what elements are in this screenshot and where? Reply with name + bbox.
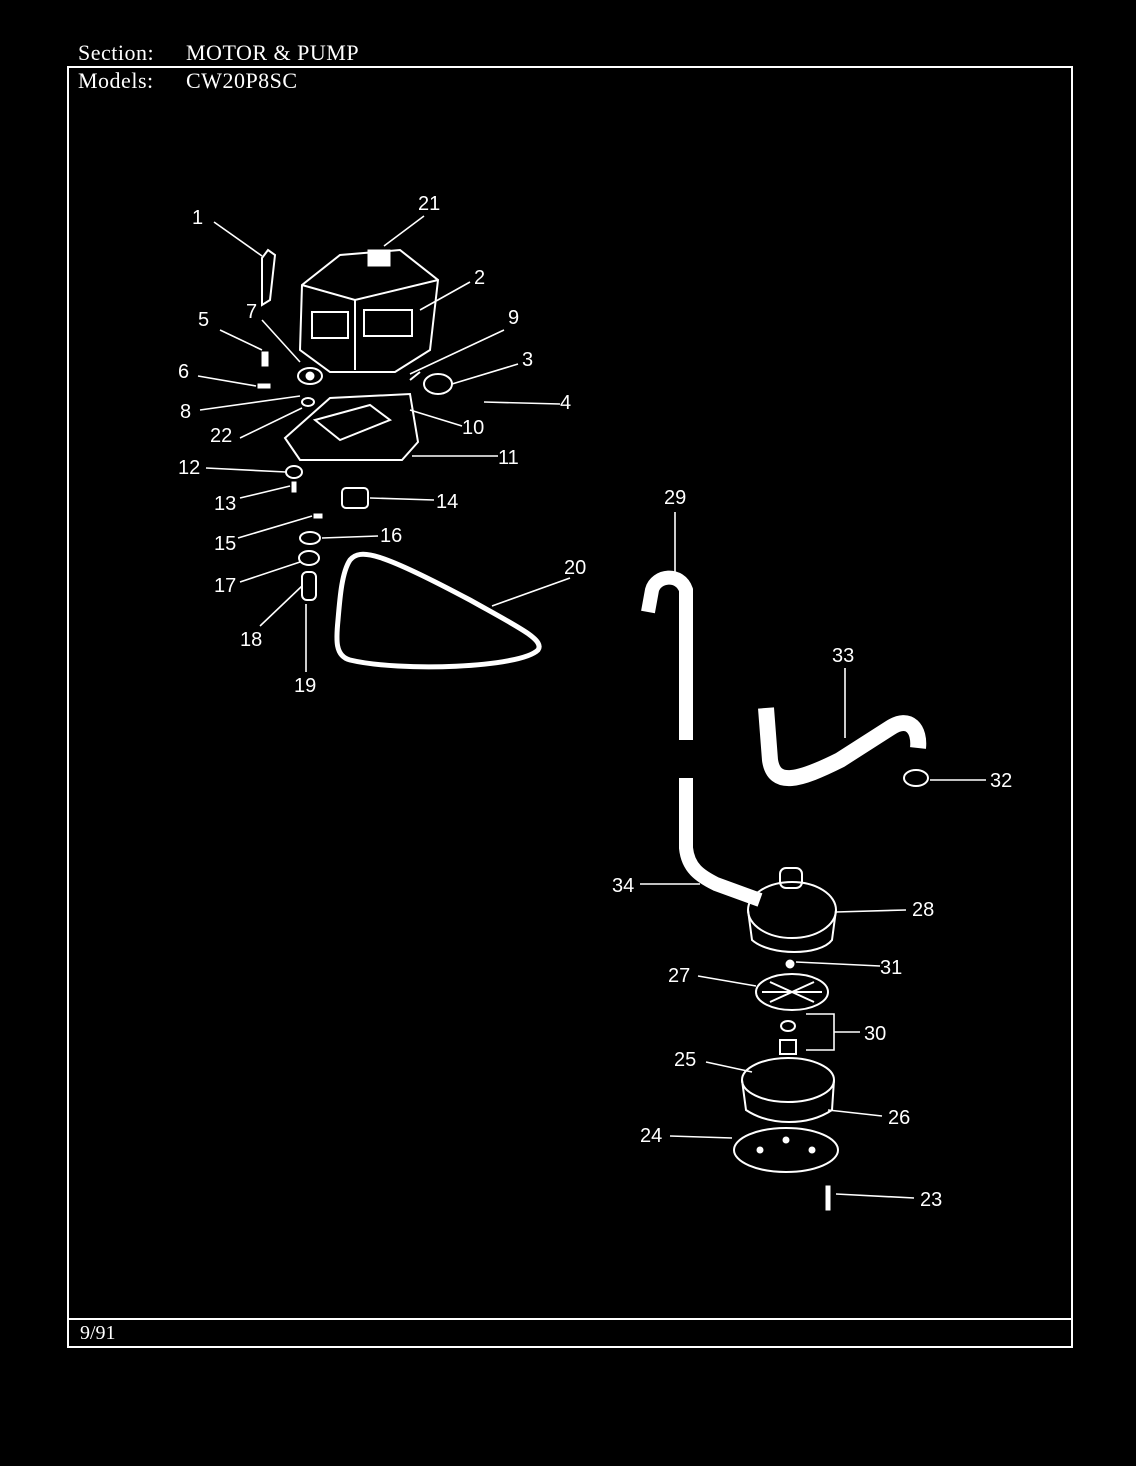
section-label: Section: (78, 40, 155, 65)
motor-part-1-bracket (261, 248, 277, 307)
callout-31: 31 (880, 957, 902, 979)
pump-part-29-hose (641, 570, 693, 740)
callout-3: 3 (522, 349, 533, 371)
callout-numbers: 1 2 3 4 5 6 7 8 9 10 11 12 13 14 15 16 1… (178, 193, 1012, 1211)
callout-9: 9 (508, 307, 519, 329)
callout-5: 5 (198, 309, 209, 331)
callout-26: 26 (888, 1107, 910, 1129)
callout-28: 28 (912, 899, 934, 921)
motor-part-10-11-base (283, 392, 420, 461)
callout-18: 18 (240, 629, 262, 651)
callout-17: 17 (214, 575, 236, 597)
motor-part-3-capacitor (409, 371, 453, 395)
models-label: Models: (78, 68, 154, 93)
leader-lines (197, 215, 986, 1199)
callout-30: 30 (864, 1023, 886, 1045)
motor-part-20-belt (334, 551, 542, 670)
callout-24: 24 (640, 1125, 662, 1147)
callout-11: 11 (498, 447, 519, 469)
callout-12: 12 (178, 457, 200, 479)
footer-divider (67, 1318, 1073, 1320)
pump-parts-27-30-31 (755, 959, 829, 1055)
pump-part-24-cover (733, 1127, 839, 1173)
callout-6: 6 (178, 361, 189, 383)
callout-16: 16 (380, 525, 402, 547)
pump-part-23-screw (825, 1185, 831, 1211)
callout-8: 8 (180, 401, 191, 423)
motor-part-2-motor (298, 248, 440, 373)
section-value: MOTOR & PUMP (186, 40, 360, 65)
callout-19: 19 (294, 675, 316, 697)
callout-32: 32 (990, 770, 1012, 792)
pump-parts-25-26-base (741, 1057, 835, 1123)
callout-33: 33 (832, 645, 854, 667)
callout-22: 22 (210, 425, 232, 447)
callout-25: 25 (674, 1049, 696, 1071)
callout-27: 27 (668, 965, 690, 987)
motor-parts-5-6-7-8-22 (257, 351, 323, 407)
models-value: CW20P8SC (186, 68, 298, 93)
callout-7: 7 (246, 301, 257, 323)
footer-date: 9/91 (80, 1322, 116, 1344)
pump-part-28-housing (747, 867, 837, 953)
pump-part-32-clamp (903, 769, 929, 787)
callout-2: 2 (474, 267, 485, 289)
callout-14: 14 (436, 491, 458, 513)
pump-part-34-hose (679, 778, 763, 907)
callout-34: 34 (612, 875, 634, 897)
callout-10: 10 (462, 417, 484, 439)
diagram-frame (67, 66, 1073, 1348)
callout-15: 15 (214, 533, 236, 555)
callout-23: 23 (920, 1189, 942, 1211)
callout-21: 21 (418, 193, 440, 215)
callout-1: 1 (192, 207, 203, 229)
callout-29: 29 (664, 487, 686, 509)
callout-20: 20 (564, 557, 586, 579)
motor-part-21-terminal (367, 249, 391, 267)
motor-parts-12-19 (285, 465, 369, 601)
callout-13: 13 (214, 493, 236, 515)
pump-part-33-hose (758, 707, 927, 787)
callout-4: 4 (560, 392, 571, 414)
